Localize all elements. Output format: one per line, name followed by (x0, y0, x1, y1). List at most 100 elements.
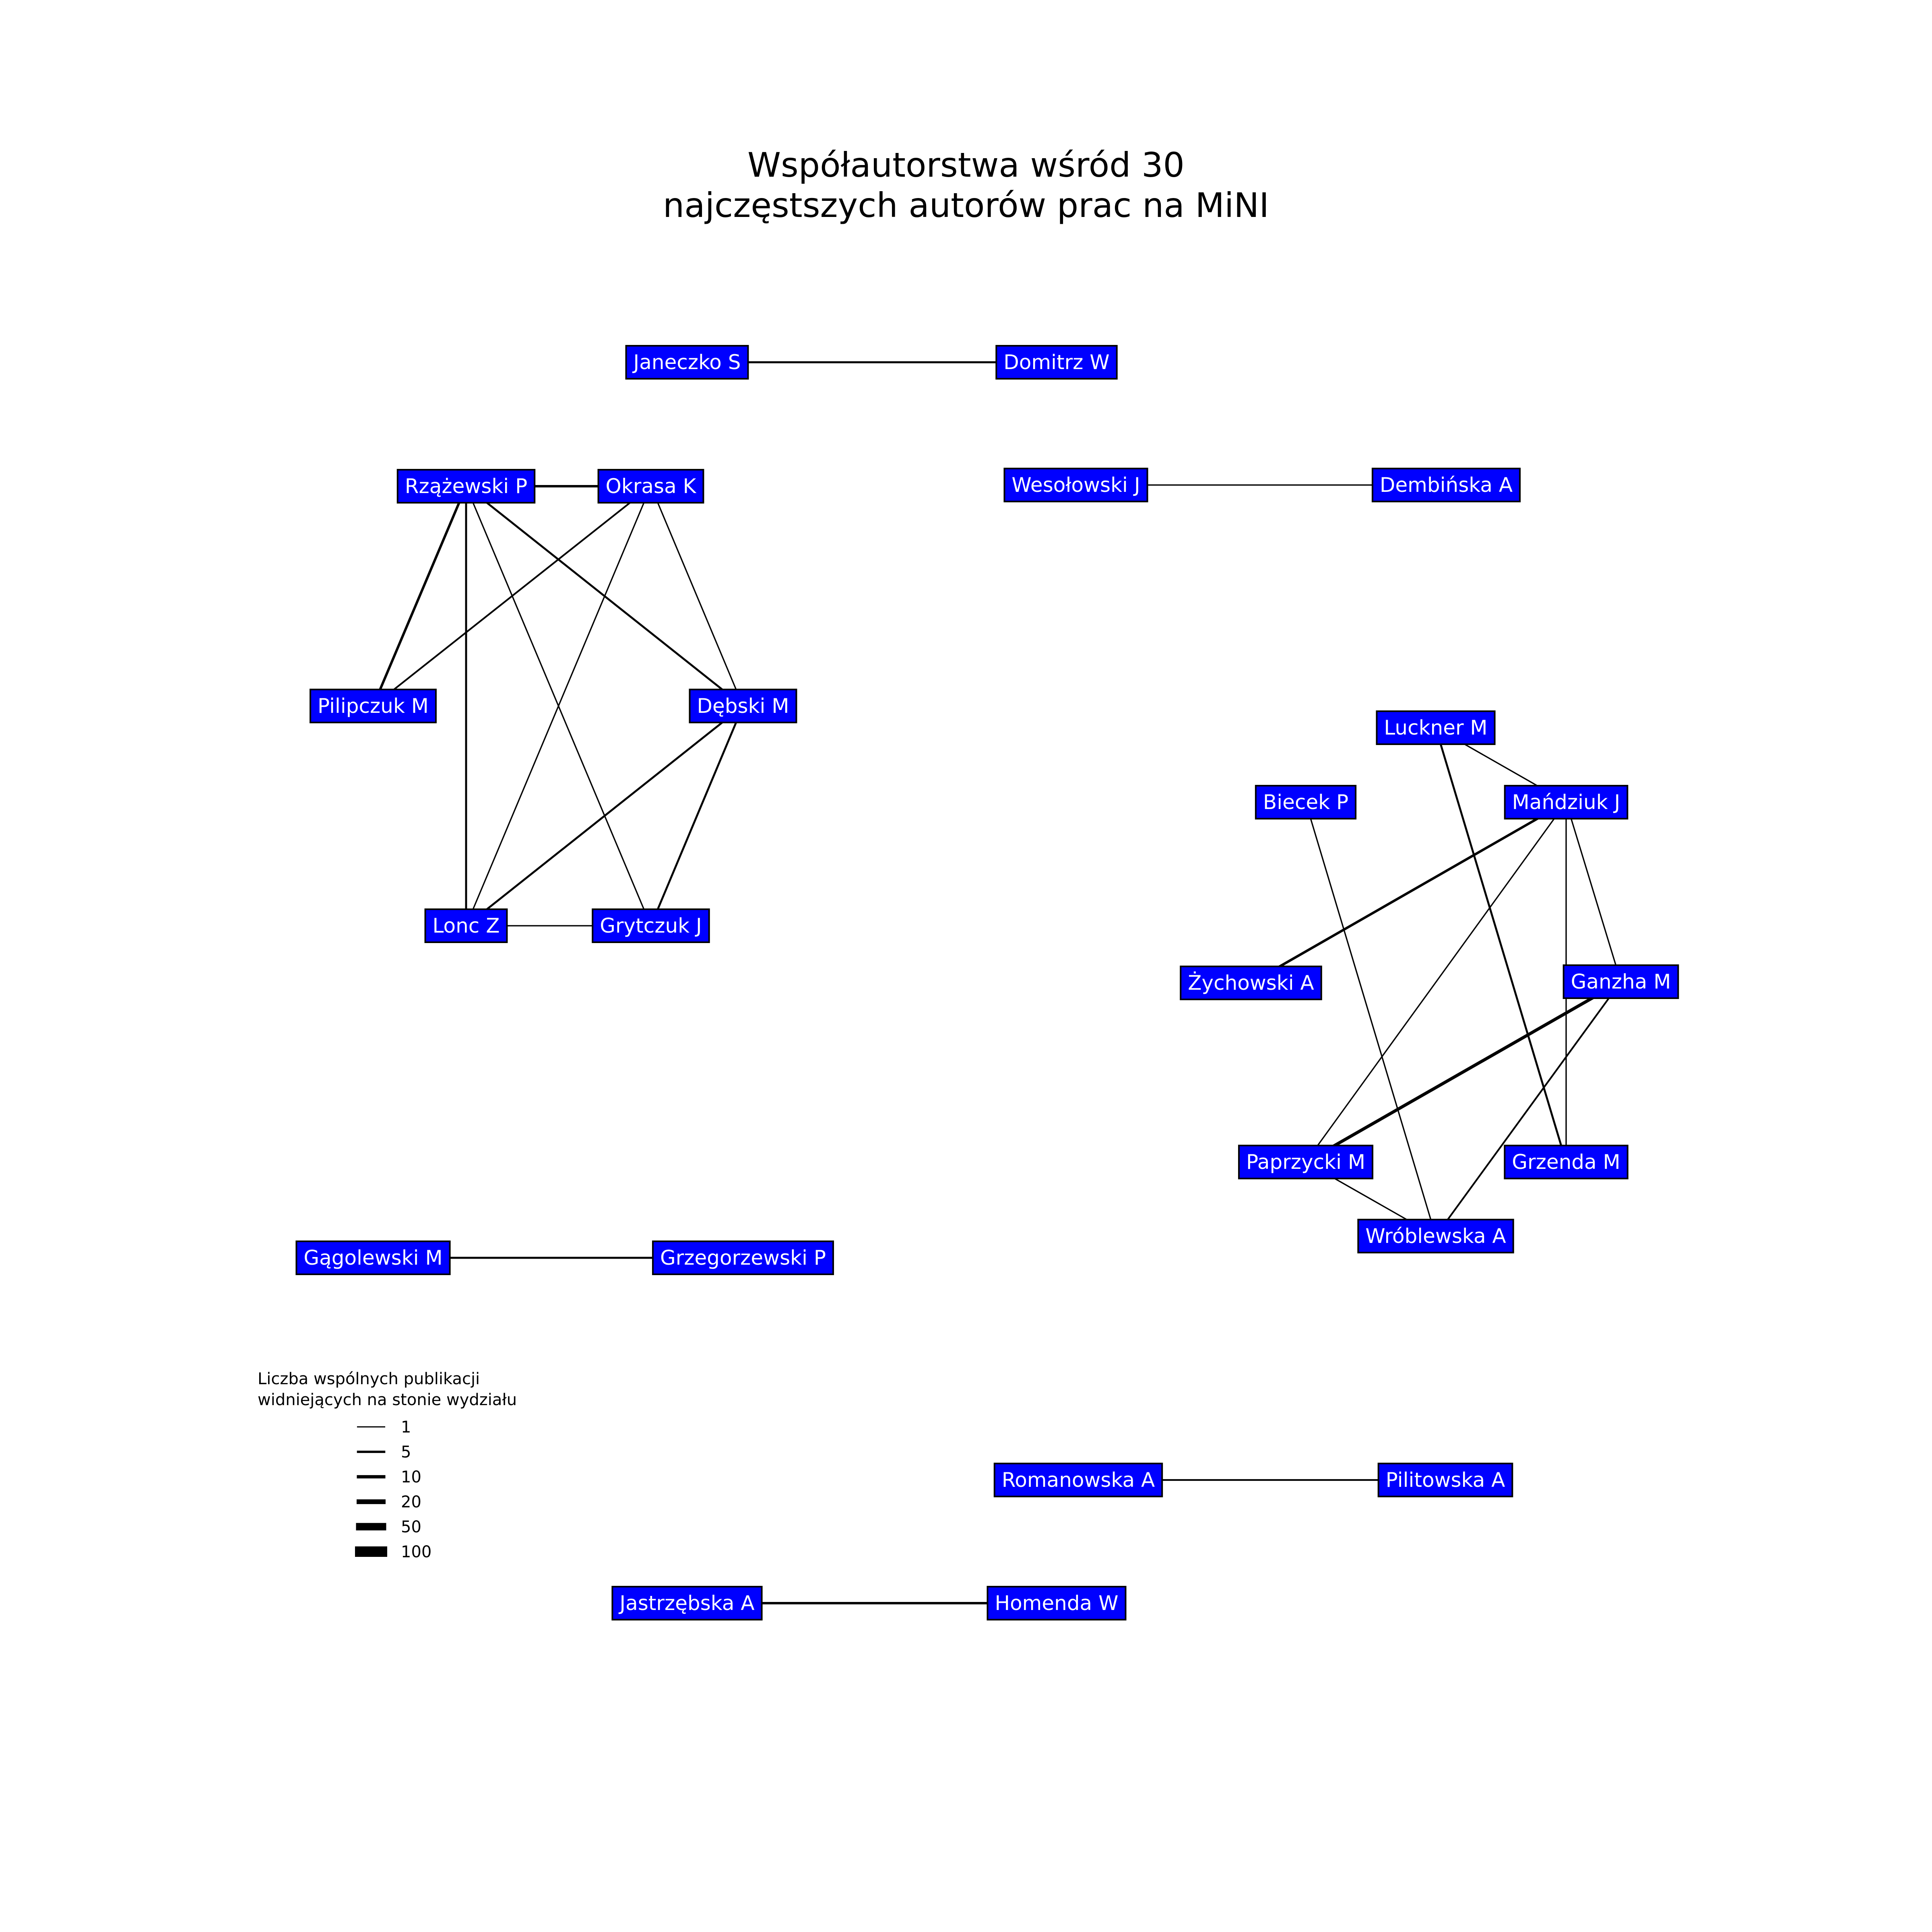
node-pilipczuk: Pilipczuk M (310, 689, 437, 723)
node-box (597, 469, 704, 504)
node-grytczuk: Grytczuk J (592, 908, 710, 943)
node-ganzha: Ganzha M (1563, 964, 1679, 999)
node-mandziuk: Mańdziuk J (1504, 785, 1629, 819)
node-label: Wesołowski J (1011, 473, 1140, 497)
edge-debski-lonc (465, 705, 744, 927)
node-zychowski: Żychowski A (1180, 966, 1322, 1000)
node-box (592, 908, 710, 943)
edge-ganzha-paprzycki (1305, 980, 1622, 1164)
node-label: Luckner M (1384, 716, 1487, 739)
node-label: Wróblewska A (1365, 1224, 1506, 1248)
node-dembinska: Dembińska A (1371, 468, 1521, 502)
legend-label-5: 5 (401, 1443, 411, 1461)
node-box (295, 1241, 451, 1275)
node-biecek: Biecek P (1255, 785, 1357, 819)
node-box (1003, 468, 1148, 502)
node-label: Grzenda M (1512, 1150, 1620, 1174)
node-box (1376, 710, 1496, 745)
edge-debski-grytczuk (650, 706, 744, 926)
chart-title: Współautorstwa wśród 30 najczęstszych au… (0, 145, 1932, 225)
node-label: Pilipczuk M (318, 694, 429, 718)
node-box (1563, 964, 1679, 999)
node-box (310, 689, 437, 723)
node-rzazewski: Rzążewski P (396, 469, 536, 504)
node-label: Lonc Z (433, 914, 500, 937)
edges-layer (372, 361, 1622, 1605)
node-label: Paprzycki M (1246, 1150, 1365, 1174)
edge-mandziuk-zychowski (1250, 801, 1567, 984)
node-label: Janeczko S (632, 351, 741, 374)
node-grzenda: Grzenda M (1504, 1145, 1629, 1179)
legend-label-20: 20 (401, 1493, 421, 1511)
node-label: Domitrz W (1003, 351, 1109, 374)
node-box (1357, 1219, 1514, 1253)
edge-okrasa-pilipczuk (372, 485, 652, 707)
node-box (611, 1586, 763, 1620)
node-label: Rzążewski P (405, 475, 527, 498)
nodes-layer: Janeczko S Domitrz W Wesołowski J Dembińska… (295, 345, 1679, 1620)
edge-luckner-grzenda (1435, 727, 1567, 1162)
node-paprzycki: Paprzycki M (1238, 1145, 1374, 1179)
node-gagolewski: Gągolewski M (295, 1241, 451, 1275)
node-label: Homenda W (995, 1591, 1118, 1615)
node-pilitowska: Pilitowska A (1377, 1463, 1513, 1497)
node-box (652, 1241, 834, 1275)
node-label: Żychowski A (1188, 971, 1314, 995)
node-box (625, 345, 749, 380)
node-label: Jastrzębska A (618, 1591, 754, 1615)
node-label: Pilitowska A (1386, 1468, 1505, 1492)
node-label: Grytczuk J (600, 914, 702, 937)
edge-okrasa-debski (650, 486, 744, 706)
edge-biecek-wroblewska (1305, 802, 1437, 1236)
node-label: Dembińska A (1380, 473, 1513, 497)
node-box (995, 345, 1118, 380)
node-jastrzebska: Jastrzębska A (611, 1586, 763, 1620)
node-box (1255, 785, 1357, 819)
edge-mandziuk-paprzycki (1305, 802, 1567, 1162)
node-box (993, 1463, 1163, 1497)
node-label: Gągolewski M (303, 1246, 442, 1269)
edge-rzazewski-pilipczuk (372, 485, 467, 707)
legend: 1 5 10 20 50 100 (355, 1418, 431, 1561)
edge-ganzha-wroblewska (1435, 981, 1622, 1237)
node-box (1180, 966, 1322, 1000)
edge-okrasa-lonc (465, 486, 652, 926)
legend-label-10: 10 (401, 1468, 421, 1486)
node-label: Dębski M (697, 694, 789, 718)
node-box (987, 1586, 1127, 1620)
node-label: Grzegorzewski P (660, 1246, 826, 1269)
node-debski: Dębski M (689, 689, 797, 723)
edge-mandziuk-ganzha (1565, 802, 1622, 982)
node-box (1504, 1145, 1629, 1179)
node-wesolowski: Wesołowski J (1003, 468, 1148, 502)
node-label: Ganzha M (1571, 970, 1671, 993)
node-label: Romanowska A (1002, 1468, 1155, 1492)
node-romanowska: Romanowska A (993, 1463, 1163, 1497)
node-box (1377, 1463, 1513, 1497)
node-label: Biecek P (1263, 791, 1348, 814)
node-box (396, 469, 536, 504)
node-label: Mańdziuk J (1512, 791, 1620, 814)
legend-label-50: 50 (401, 1518, 421, 1536)
node-grzegorzewski: Grzegorzewski P (652, 1241, 834, 1275)
node-box (1504, 785, 1629, 819)
node-box (424, 908, 508, 943)
title-line-1: Współautorstwa wśród 30 (747, 145, 1185, 185)
legend-title-line-2: widniejących na stonie wydziału (258, 1391, 517, 1409)
node-lonc: Lonc Z (424, 908, 508, 943)
node-box (689, 689, 797, 723)
node-wroblewska: Wróblewska A (1357, 1219, 1514, 1253)
node-homenda: Homenda W (987, 1586, 1127, 1620)
legend-label-100: 100 (401, 1543, 431, 1561)
node-luckner: Luckner M (1376, 710, 1496, 745)
node-box (1238, 1145, 1374, 1179)
legend-label-1: 1 (401, 1418, 411, 1437)
node-janeczko: Janeczko S (625, 345, 749, 380)
node-label: Okrasa K (606, 475, 697, 498)
legend-title-line-1: Liczba wspólnych publikacji (258, 1370, 480, 1388)
node-domitrz: Domitrz W (995, 345, 1118, 380)
node-okrasa: Okrasa K (597, 469, 704, 504)
legend-title: Liczba wspólnych publikacji widniejących… (258, 1368, 517, 1410)
node-box (1371, 468, 1521, 502)
